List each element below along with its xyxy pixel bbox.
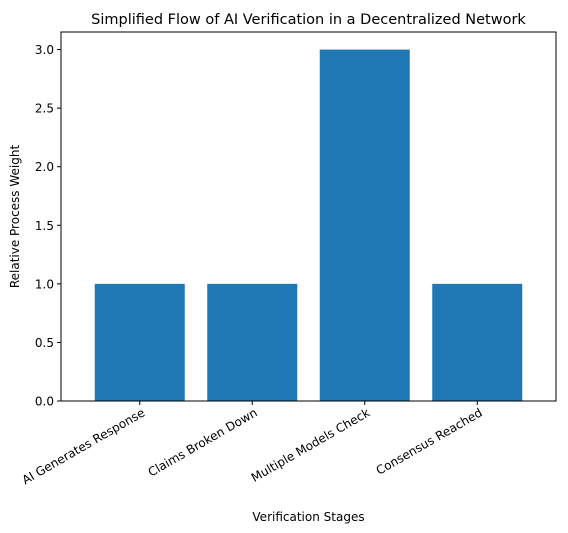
y-tick-label-2: 1.0 [35,277,54,291]
x-tick-label-3: Consensus Reached [374,405,485,477]
y-tick-label-1: 0.5 [35,336,54,350]
y-axis-label: Relative Process Weight [8,145,22,289]
y-tick-label-4: 2.0 [35,160,54,174]
y-tick-label-0: 0.0 [35,395,54,409]
y-tick-label-6: 3.0 [35,43,54,57]
x-axis-label: Verification Stages [252,510,364,524]
bar-1 [207,283,298,401]
y-tick-label-3: 1.5 [35,219,54,233]
bar-3 [432,283,523,401]
y-tick-label-5: 2.5 [35,102,54,116]
bars-group [94,49,523,401]
y-axis: 0.0 0.5 1.0 1.5 2.0 2.5 3.0 [35,43,61,409]
bar-0 [94,283,185,401]
x-tick-label-1: Claims Broken Down [146,405,260,479]
x-tick-label-0: AI Generates Response [20,405,148,487]
x-tick-label-2: Multiple Models Check [249,405,373,484]
chart-title: Simplified Flow of AI Verification in a … [91,12,526,28]
bar-2 [319,49,410,401]
plot-frame [60,31,557,402]
